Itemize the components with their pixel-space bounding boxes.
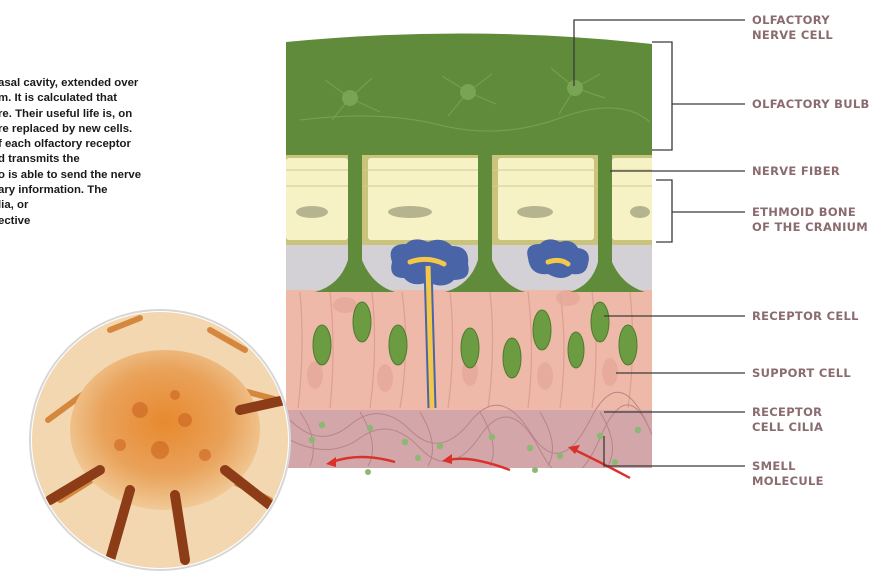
label-line: NERVE CELL — [752, 28, 833, 43]
receptor-cell — [533, 310, 551, 350]
smell-molecule — [635, 427, 641, 433]
receptor-cell — [461, 328, 479, 368]
smell-molecule — [557, 453, 563, 459]
label-olfactory-bulb: OLFACTORY BULB — [752, 97, 870, 112]
smell-molecule — [597, 433, 603, 439]
label-ethmoid-bone: ETHMOID BONE OF THE CRANIUM — [752, 205, 868, 234]
label-line: SMELL — [752, 459, 824, 474]
label-support-cell: SUPPORT CELL — [752, 366, 851, 381]
smell-molecule — [309, 437, 315, 443]
label-receptor-cell: RECEPTOR CELL — [752, 309, 859, 324]
label-smell-molecule: SMELL MOLECULE — [752, 459, 824, 488]
label-line: OLFACTORY — [752, 13, 833, 28]
label-line: CELL CILIA — [752, 420, 823, 435]
receptor-cell — [568, 332, 584, 368]
label-line: ETHMOID BONE — [752, 205, 868, 220]
label-line: NERVE FIBER — [752, 164, 840, 179]
micrograph-inset — [30, 310, 290, 570]
smell-molecule — [402, 439, 408, 445]
smell-molecule — [532, 467, 538, 473]
receptor-cell — [353, 302, 371, 342]
bulb-neuron-body — [460, 84, 476, 100]
bracket-ethmoid-bone — [656, 180, 672, 242]
receptor-cell — [389, 325, 407, 365]
bulb-neuron-body — [342, 90, 358, 106]
label-receptor-cell-cilia: RECEPTOR CELL CILIA — [752, 405, 823, 434]
receptor-cell — [591, 302, 609, 342]
label-nerve-fiber: NERVE FIBER — [752, 164, 840, 179]
smell-molecule — [319, 422, 325, 428]
receptor-cell — [619, 325, 637, 365]
receptor-cell — [503, 338, 521, 378]
cross-section-panel — [286, 20, 656, 476]
smell-molecule — [489, 434, 495, 440]
smell-molecule — [612, 459, 618, 465]
smell-molecule — [415, 455, 421, 461]
bracket-olfactory-bulb — [652, 42, 672, 150]
label-olfactory-nerve-cell: OLFACTORY NERVE CELL — [752, 13, 833, 42]
smell-molecule — [365, 469, 371, 475]
smell-molecule — [527, 445, 533, 451]
label-line: OF THE CRANIUM — [752, 220, 868, 235]
label-line: OLFACTORY BULB — [752, 97, 870, 112]
smell-molecule — [437, 443, 443, 449]
label-line: SUPPORT CELL — [752, 366, 851, 381]
label-line: RECEPTOR — [752, 405, 823, 420]
label-line: RECEPTOR CELL — [752, 309, 859, 324]
bulb-neuron-body — [567, 80, 583, 96]
smell-molecule — [367, 425, 373, 431]
receptor-cell — [313, 325, 331, 365]
label-line: MOLECULE — [752, 474, 824, 489]
